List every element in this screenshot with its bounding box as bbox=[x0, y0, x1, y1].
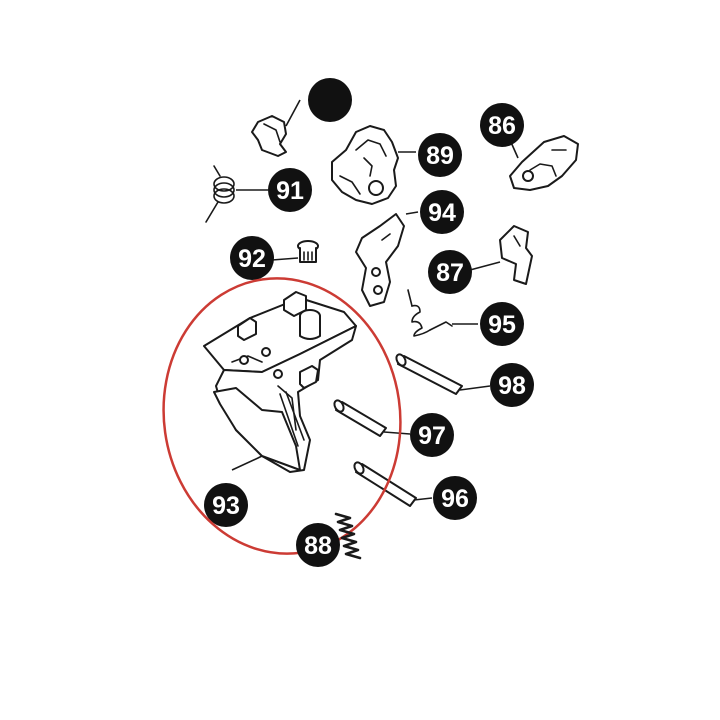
callout-92: 92 bbox=[230, 236, 274, 280]
callout-93: 93 bbox=[204, 483, 248, 527]
callout-87-label: 87 bbox=[436, 259, 464, 287]
part-86-locking-block bbox=[509, 135, 579, 191]
callout-86: 86 bbox=[480, 103, 524, 147]
callout-96: 96 bbox=[433, 476, 477, 520]
part-92-screw bbox=[271, 240, 319, 263]
callout-89: 89 bbox=[418, 133, 462, 177]
callout-97-label: 97 bbox=[418, 422, 446, 450]
callout-91-label: 91 bbox=[276, 177, 304, 205]
callout-91: 91 bbox=[268, 168, 312, 212]
part-87-ejector bbox=[469, 225, 533, 285]
part-93-trigger-housing bbox=[203, 291, 357, 473]
callout-94: 94 bbox=[420, 190, 464, 234]
callout-87: 87 bbox=[428, 250, 472, 294]
callout-98-label: 98 bbox=[498, 372, 526, 400]
part-89-sear-housing bbox=[331, 125, 416, 205]
callout-92-label: 92 bbox=[238, 245, 266, 273]
callout-94-label: 94 bbox=[428, 199, 456, 227]
callout-89-label: 89 bbox=[426, 142, 454, 170]
callout-95-label: 95 bbox=[488, 311, 516, 339]
callout-badge-clipped-top bbox=[308, 78, 352, 122]
callout-98: 98 bbox=[490, 363, 534, 407]
callout-93-label: 93 bbox=[212, 492, 240, 520]
callout-88-label: 88 bbox=[304, 532, 332, 560]
callout-88: 88 bbox=[296, 523, 340, 567]
part-91-spring bbox=[205, 165, 268, 223]
part-97-pin bbox=[333, 399, 411, 437]
part-top-left-lever bbox=[251, 99, 301, 157]
callout-96-label: 96 bbox=[441, 485, 469, 513]
part-98-pin bbox=[395, 353, 491, 395]
part-95-spring bbox=[407, 289, 478, 337]
callout-86-label: 86 bbox=[488, 112, 516, 140]
part-94-lever bbox=[355, 211, 419, 307]
part-88-spring bbox=[334, 512, 362, 560]
callout-95: 95 bbox=[480, 302, 524, 346]
callout-97: 97 bbox=[410, 413, 454, 457]
part-96-pin bbox=[353, 461, 433, 507]
